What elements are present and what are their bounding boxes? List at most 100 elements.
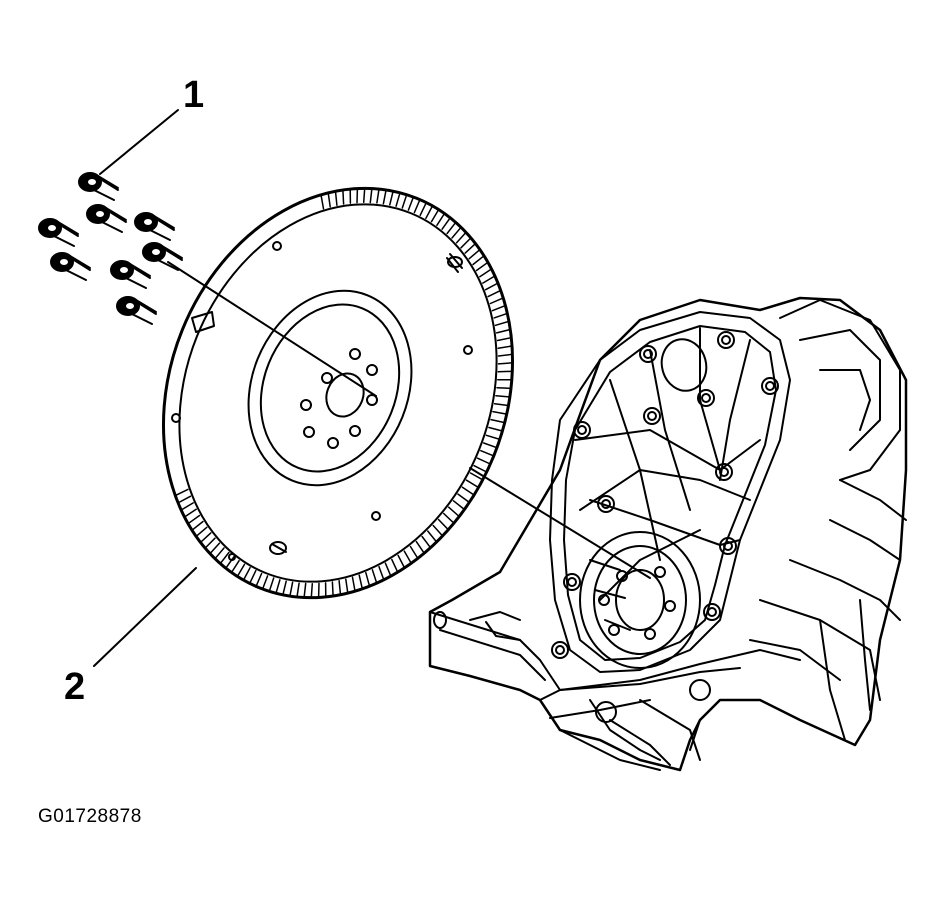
ring-gear-tooth bbox=[297, 583, 299, 597]
ring-gear-tooth bbox=[486, 283, 498, 290]
ring-gear-tooth bbox=[444, 514, 454, 524]
ring-gear-tooth bbox=[420, 203, 426, 216]
ring-gear-tooth bbox=[364, 188, 365, 202]
ring-gear-tooth bbox=[244, 568, 251, 580]
ring-gear-tooth bbox=[478, 458, 491, 464]
ring-gear-tooth bbox=[488, 290, 501, 296]
ring-gear-tooth bbox=[480, 269, 492, 277]
ring-gear-tooth bbox=[454, 501, 465, 510]
ring-gear-tooth bbox=[481, 451, 494, 456]
ring-gear-tooth bbox=[439, 520, 449, 530]
ring-gear-tooth bbox=[276, 580, 280, 593]
ring-gear-tooth bbox=[422, 537, 430, 548]
ring-gear-tooth bbox=[496, 321, 509, 325]
ring-gear-tooth bbox=[290, 582, 293, 596]
oil-pan-rail bbox=[430, 612, 800, 690]
ring-gear-tooth bbox=[188, 516, 199, 524]
ring-gear-tooth bbox=[379, 567, 384, 580]
flywheel-hub-outer bbox=[220, 266, 440, 510]
ring-gear-tooth bbox=[192, 522, 203, 531]
figure-id: G01728878 bbox=[38, 806, 142, 827]
ring-gear-tooth bbox=[402, 195, 406, 208]
engine-block-outline bbox=[430, 298, 906, 770]
ring-gear-tooth bbox=[465, 244, 475, 254]
ring-gear-tooth bbox=[490, 298, 503, 304]
ring-gear-tooth bbox=[185, 509, 197, 517]
ring-gear-tooth bbox=[304, 584, 306, 598]
crankshaft-flange bbox=[580, 532, 700, 668]
ring-gear-tooth bbox=[495, 404, 509, 406]
rear-cover-plate bbox=[550, 312, 790, 672]
ring-gear-tooth bbox=[256, 574, 262, 587]
ring-gear-tooth bbox=[370, 189, 372, 203]
engine-block bbox=[430, 298, 906, 770]
ring-gear-tooth bbox=[215, 548, 224, 559]
ring-gear-tooth bbox=[483, 276, 495, 283]
cover-bolt-heads bbox=[552, 332, 778, 658]
flywheel-bolts bbox=[39, 173, 182, 324]
ring-gear-tooth bbox=[426, 206, 433, 218]
ring-gear-tooth bbox=[471, 473, 483, 480]
ring-gear-tooth bbox=[477, 262, 488, 270]
ring-gear-tooth bbox=[226, 557, 234, 568]
ring-gear-tooth bbox=[201, 533, 211, 543]
ring-gear-tooth bbox=[250, 571, 256, 584]
ring-gear-tooth bbox=[491, 420, 505, 423]
ring-gear-tooth bbox=[414, 200, 420, 213]
ring-gear-tooth bbox=[458, 494, 469, 502]
ring-gear-tooth bbox=[489, 428, 503, 432]
ring-gear-tooth bbox=[457, 232, 466, 242]
ring-gear-tooth bbox=[181, 503, 193, 510]
ring-gear-tooth bbox=[390, 191, 393, 205]
ring-gear-tooth bbox=[232, 561, 240, 573]
ring-gear-tooth bbox=[175, 489, 188, 495]
ring-gear-tooth bbox=[428, 531, 437, 542]
ring-gear-tooth bbox=[493, 412, 507, 415]
ring-gear-tooth bbox=[366, 573, 370, 587]
ring-gear-tooth bbox=[474, 466, 487, 472]
flywheel bbox=[104, 135, 573, 650]
ring-gear-tooth bbox=[416, 542, 424, 554]
callout-2-label: 2 bbox=[64, 666, 86, 708]
ring-gear-tooth bbox=[437, 214, 445, 226]
ring-gear-tooth bbox=[486, 435, 499, 439]
ring-gear-tooth bbox=[321, 195, 324, 209]
flywheel-hub-bore bbox=[320, 368, 370, 422]
ring-gear-tooth bbox=[237, 564, 244, 576]
ring-gear-tooth bbox=[492, 306, 505, 311]
ring-gear-tooth bbox=[494, 313, 507, 318]
flywheel-alignment-line bbox=[470, 468, 650, 578]
ring-gear-tooth bbox=[336, 191, 337, 205]
ring-gear-tooth bbox=[311, 584, 312, 598]
ring-gear-tooth bbox=[220, 553, 229, 564]
ring-gear-tooth bbox=[461, 238, 471, 248]
ring-gear-tooth bbox=[332, 582, 333, 596]
ring-gear-tooth bbox=[473, 256, 484, 265]
ring-gear-tooth bbox=[442, 218, 450, 229]
ring-gear-tooth bbox=[497, 388, 511, 389]
ring-gear-tooth bbox=[484, 443, 497, 448]
ring-gear-tooth bbox=[205, 538, 215, 548]
ring-gear-tooth bbox=[377, 189, 379, 203]
ring-gear-tooth bbox=[396, 193, 400, 206]
ring-gear-tooth bbox=[328, 193, 330, 207]
ring-gear-tooth bbox=[498, 371, 512, 372]
callout-1-label: 1 bbox=[183, 74, 205, 116]
ring-gear-tooth bbox=[452, 227, 461, 238]
flywheel-bolt-holes bbox=[301, 349, 377, 448]
ring-gear-tooth bbox=[497, 330, 511, 333]
ring-gear-tooth bbox=[210, 543, 219, 553]
ring-gear-tooth bbox=[496, 396, 510, 397]
callout-1-leader bbox=[100, 110, 178, 174]
ring-gear-tooth bbox=[269, 578, 273, 591]
ring-gear-tooth bbox=[353, 577, 356, 591]
flywheel-outer-rim bbox=[104, 135, 573, 650]
ring-gear-tooth bbox=[467, 480, 479, 487]
ring-gear-inner bbox=[124, 156, 551, 630]
ring-gear-tooth bbox=[346, 579, 348, 593]
ring-gear-tooth bbox=[447, 222, 456, 233]
ring-gear-teeth bbox=[175, 188, 512, 597]
ring-gear-tooth bbox=[383, 190, 386, 204]
ring-gear-tooth bbox=[283, 581, 286, 595]
